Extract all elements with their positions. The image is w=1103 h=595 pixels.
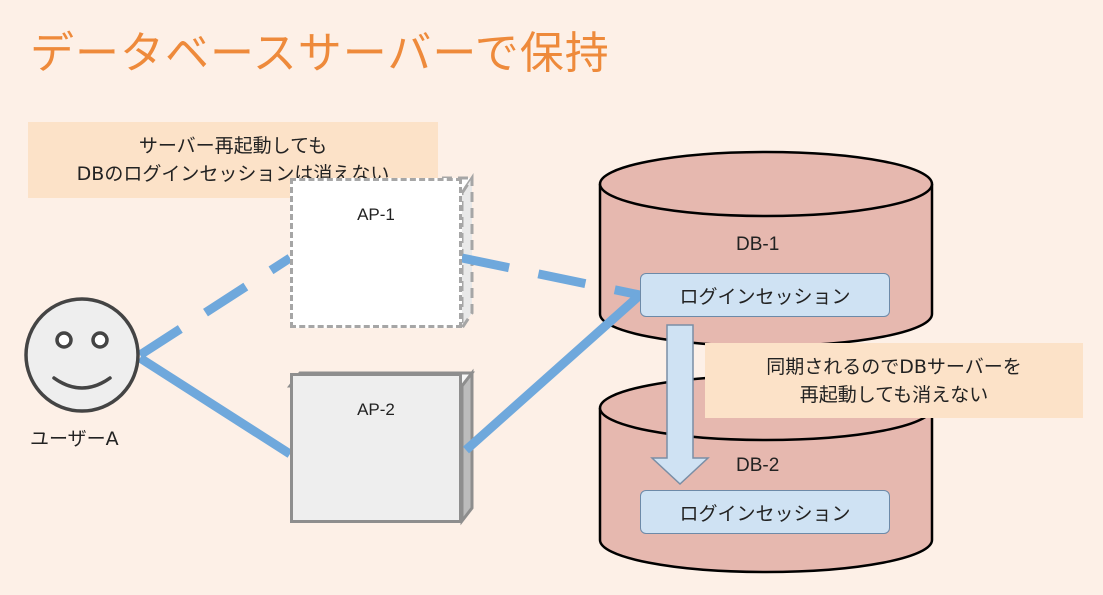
slide-title: データベースサーバーで保持 [30, 28, 610, 79]
connection-user-ap1 [137, 254, 293, 359]
connection-ap2-db1 [463, 291, 643, 454]
connection-ap1-db1 [461, 253, 641, 300]
ap1-label: AP-1 [357, 205, 395, 224]
user-smiley-icon [24, 297, 140, 413]
restart-callout-line1: サーバー再起動しても [138, 135, 328, 157]
db2-session-box: ログインセッション [640, 490, 890, 534]
connection-user-ap2 [137, 354, 293, 458]
ap1-server: AP-1 [290, 178, 462, 328]
ap2-server: AP-2 [290, 373, 462, 523]
sync-callout-line1: 同期されるのでDBサーバーを [766, 355, 1022, 378]
ap2-label: AP-2 [357, 400, 395, 419]
db1-label: DB-1 [736, 234, 780, 255]
db1-session-box: ログインセッション [640, 273, 890, 317]
sync-callout-line2: 再起動しても消えない [799, 383, 989, 406]
user-label: ユーザーA [30, 428, 119, 450]
sync-callout: 同期されるのでDBサーバーを 再起動しても消えない [705, 343, 1083, 418]
sync-arrow [650, 324, 710, 486]
db2-label: DB-2 [736, 455, 780, 476]
